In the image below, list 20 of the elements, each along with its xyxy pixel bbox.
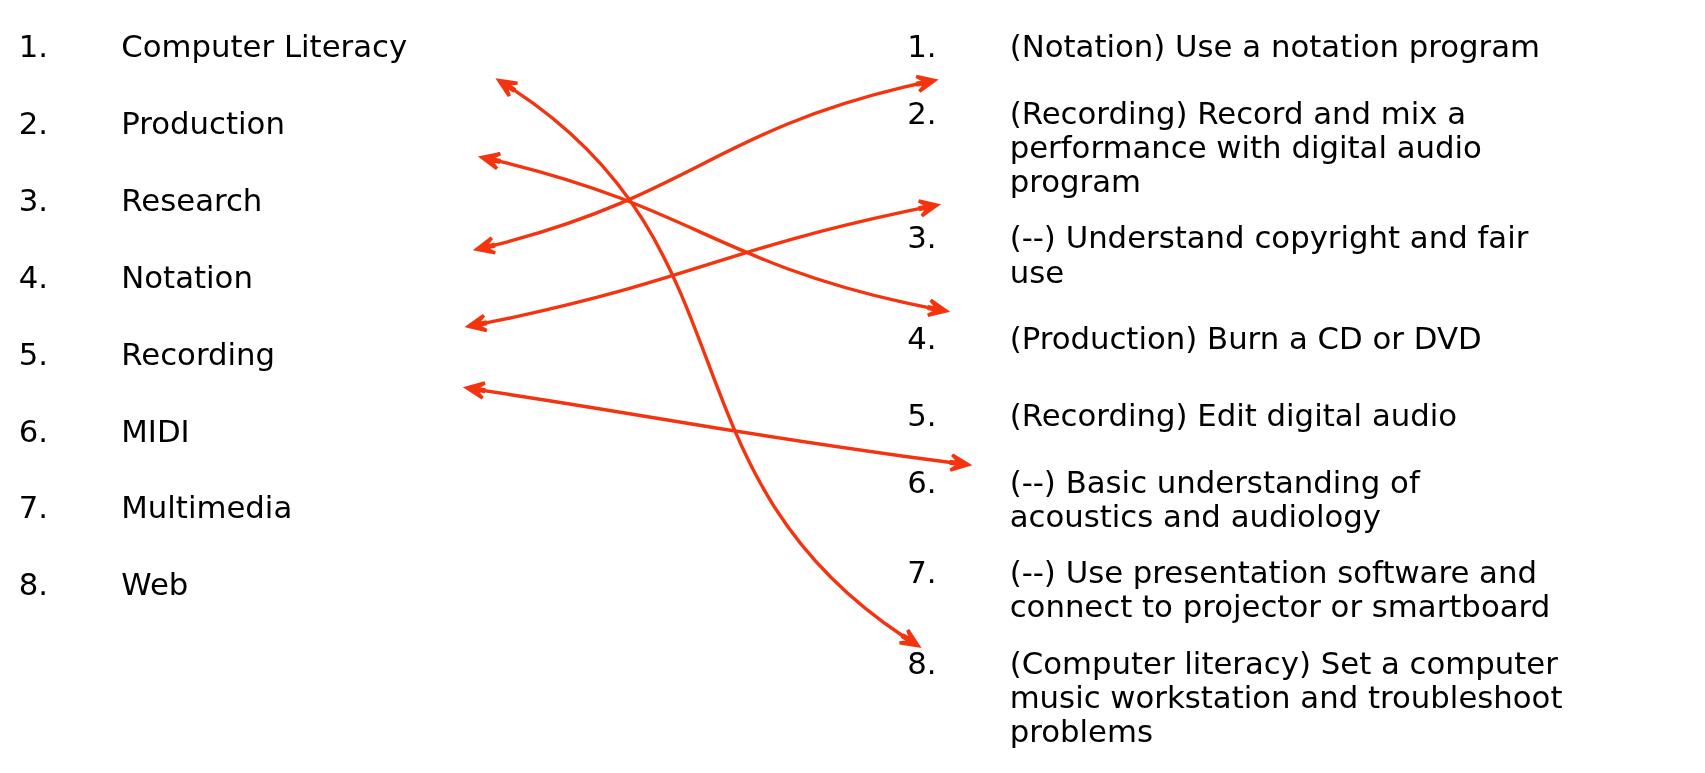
node-text: 6. (--) Basic understanding of acoustics and audiology [907,463,1420,534]
node-text: 2. Production [18,104,285,141]
node-text: 5. (Recording) Edit digital audio [907,396,1458,433]
node-text: 3. Research [18,181,263,218]
node-text: 4. (Production) Burn a CD or DVD [907,319,1482,356]
node-text: 5. Recording [18,335,276,372]
node-text: 2. (Recording) Record and mix a performance with digital audio program [907,94,1482,199]
arrow [465,380,970,472]
arrow [480,151,948,317]
arrow [497,78,920,647]
node-text: 4. Notation [18,258,253,295]
node-text: 8. (Computer literacy) Set a computer music workstation and troubleshoot problems [907,644,1563,749]
node-text: 7. Multimedia [18,488,293,525]
node-text: 1. Computer Literacy [18,27,408,64]
node-text: 8. Web [18,565,189,602]
node-text: 3. (--) Understand copyright and fair use [907,218,1529,290]
node-text: 6. MIDI [18,412,190,448]
node-text: 1. (Notation) Use a notation program [907,27,1541,64]
arrow [466,198,939,332]
node-text: 7. (--) Use presentation software and connect to projector or smartboard [907,553,1551,624]
